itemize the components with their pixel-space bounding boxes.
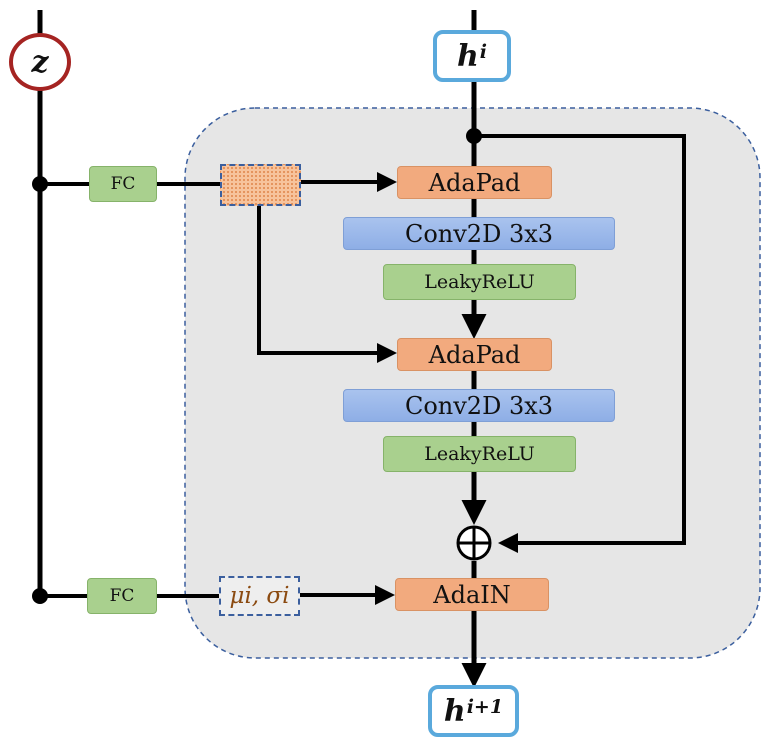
adain-label: AdaIN [433,580,511,609]
output-base: h [443,693,466,729]
params-to-adapad2 [257,205,397,363]
input-base: h [456,38,479,74]
junction-dot-top [32,176,48,192]
input-superscript: i [479,41,488,63]
fc-bottom-label: FC [109,586,135,606]
norm-params-label: μi, σi [229,583,290,609]
adapad-1-label: AdaPad [428,168,521,197]
leakyrelu-2-box: LeakyReLU [383,436,576,472]
junction-dot-bottom [32,588,48,604]
fc-top-label: FC [110,174,136,194]
adapad-1-box: AdaPad [397,166,552,199]
leakyrelu-2-label: LeakyReLU [424,443,535,465]
adapad-2-box: AdaPad [397,338,552,371]
conv-1-box: Conv2D 3x3 [343,217,615,250]
adapad-2-label: AdaPad [428,340,521,369]
output-superscript: i+1 [466,696,504,718]
skip-connection [474,134,686,553]
fc-bottom-box: FC [87,578,157,614]
conv-1-label: Conv2D 3x3 [404,219,554,248]
fc-top-box: FC [89,166,157,202]
conv-2-box: Conv2D 3x3 [343,389,615,422]
latent-z-node: z [9,33,71,91]
adain-box: AdaIN [395,578,549,611]
padding-params-box [220,164,301,206]
junction-dot-skip [466,128,482,144]
conv-2-label: Conv2D 3x3 [404,391,554,420]
leakyrelu-1-label: LeakyReLU [424,271,535,293]
norm-params-box: μi, σi [219,576,300,616]
leakyrelu-1-box: LeakyReLU [383,264,576,300]
latent-z-label: z [31,44,49,80]
